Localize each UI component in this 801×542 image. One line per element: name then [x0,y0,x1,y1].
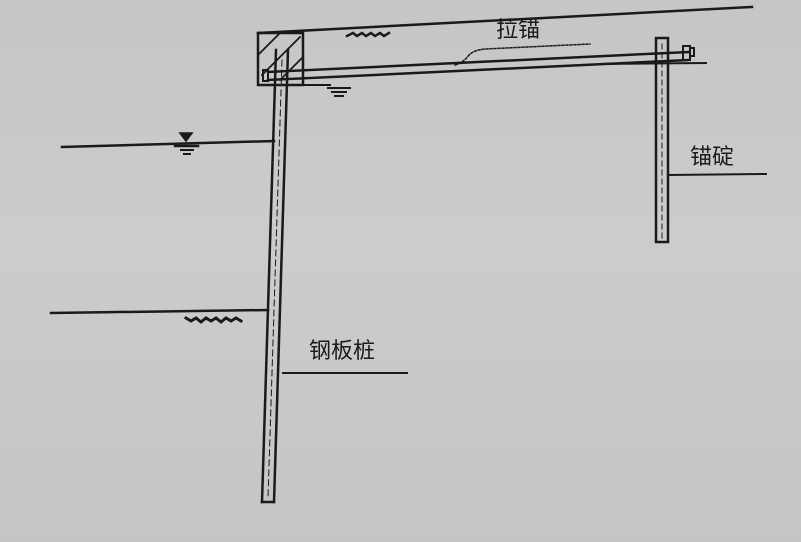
sheet-pile [260,48,290,504]
soil-hatch-top [345,31,391,38]
water-level-line [60,139,276,149]
soil-hatch-bottom [183,315,244,324]
tie-rod-label: 拉锚 [496,18,541,43]
ground-surface-line [256,5,754,35]
capping-beam [256,31,305,87]
anchor-pile-label: 锚碇 [690,145,735,170]
sheet-pile-label: 钢板桩 [309,339,376,364]
anchor-pile [654,36,670,244]
anchor-pile-leader [666,172,768,177]
slope-line [454,43,591,66]
anchor-ground-line [598,61,708,66]
water-level-symbol [173,132,200,155]
excavation-bottom-line [49,308,270,315]
inner-water-level-symbol [327,87,351,97]
